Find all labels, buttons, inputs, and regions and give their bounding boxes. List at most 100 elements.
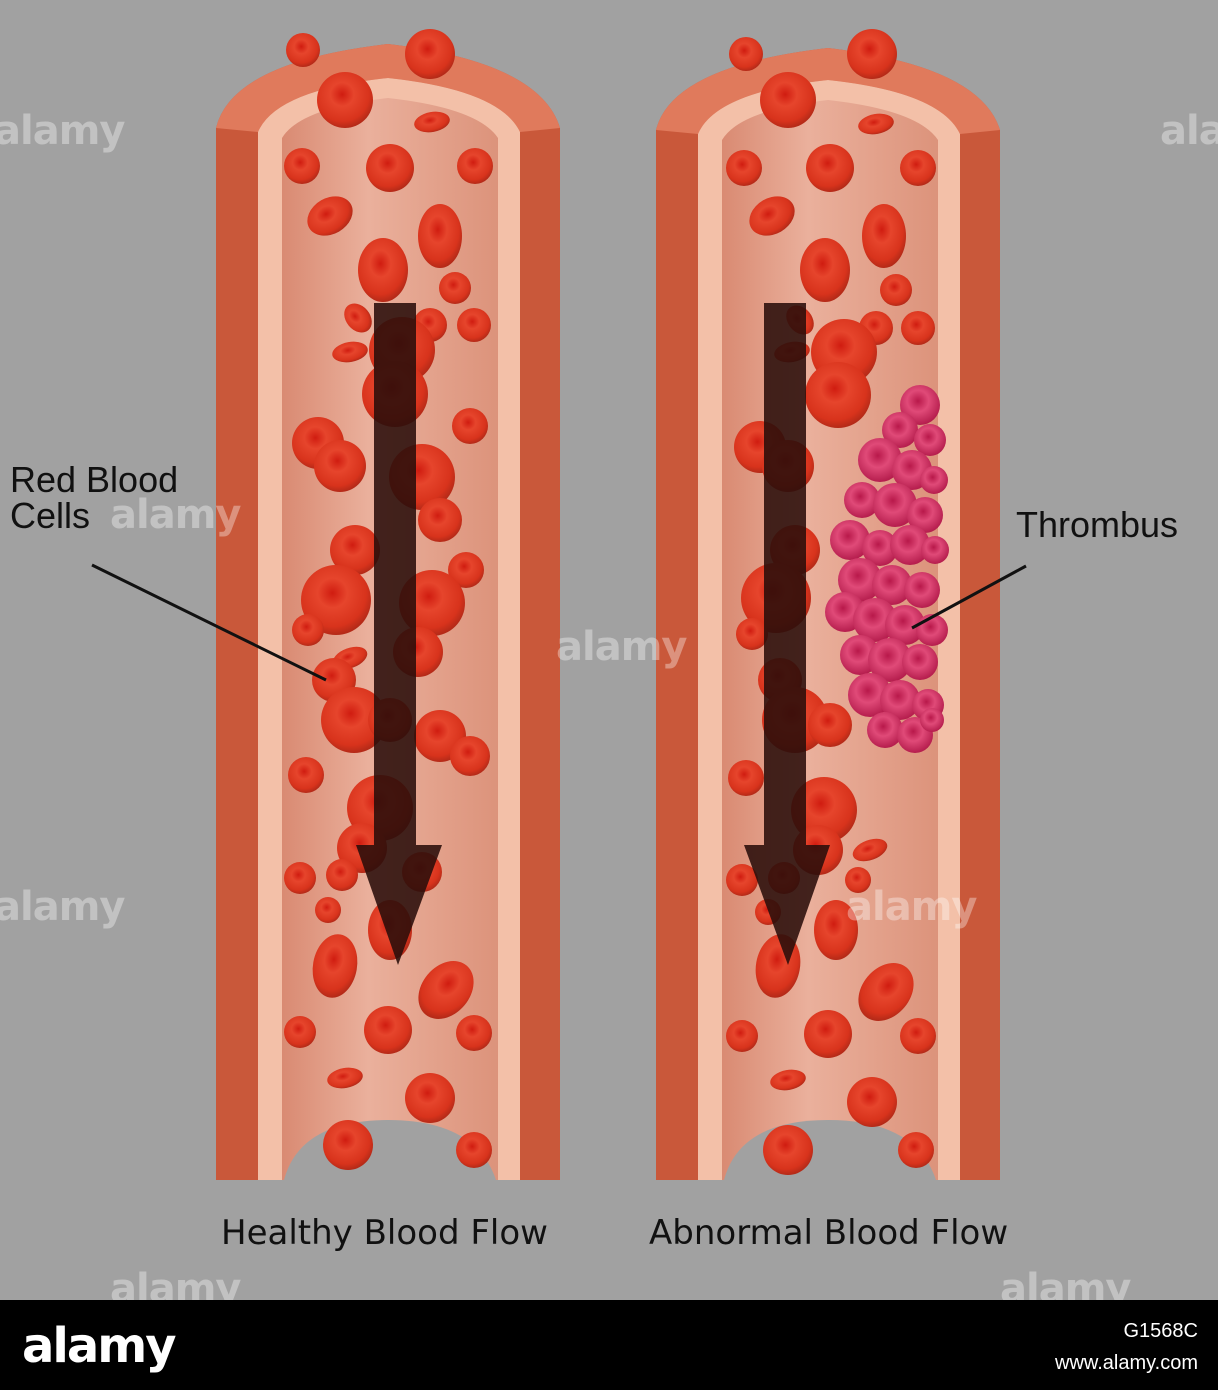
footer-bar: alamy G1568C www.alamy.com [0, 1300, 1218, 1390]
red-blood-cell [749, 196, 795, 236]
thrombus-cell [830, 520, 870, 560]
red-blood-cell [729, 37, 763, 71]
red-blood-cell [330, 525, 380, 575]
red-blood-cell [847, 1077, 897, 1127]
alamy-logo: alamy [22, 1318, 177, 1374]
red-blood-cell [332, 341, 368, 363]
thrombus-cell [862, 530, 898, 566]
footer-url: www.alamy.com [1055, 1352, 1198, 1374]
thrombus-label: Thrombus [1016, 504, 1179, 545]
thrombus-cell [914, 424, 946, 456]
thrombus-cell [921, 536, 949, 564]
healthy-blood-flow-caption: Healthy Blood Flow [221, 1213, 548, 1253]
red-blood-cell [321, 687, 387, 753]
thrombus-cell [867, 712, 903, 748]
red-blood-cell [791, 777, 857, 843]
thrombus-cell [868, 638, 912, 682]
red-blood-cells-pointer-line [91, 563, 327, 682]
red-blood-cell [284, 862, 316, 894]
red-blood-cell [405, 29, 455, 79]
thrombus-cell [858, 438, 902, 482]
red-blood-cell [323, 1120, 373, 1170]
red-blood-cell [805, 362, 871, 428]
watermark: alamy [846, 884, 977, 930]
red-blood-cell [814, 900, 858, 960]
red-blood-cell [439, 272, 471, 304]
red-blood-cell [900, 1018, 936, 1054]
red-blood-cell [736, 618, 768, 650]
red-blood-cell [327, 1067, 363, 1089]
watermark: alamy [1160, 108, 1218, 154]
thrombus-cell [920, 708, 944, 732]
red-blood-cell [414, 111, 450, 133]
red-blood-cell [418, 498, 462, 542]
red-blood-cell [858, 963, 914, 1021]
thrombus-cell [920, 466, 948, 494]
red-blood-cell [358, 238, 408, 302]
red-blood-cell [880, 274, 912, 306]
thrombus-cell [880, 680, 920, 720]
red-blood-cell [344, 303, 372, 333]
red-blood-cell [898, 1132, 934, 1168]
red-blood-cell [292, 614, 324, 646]
thrombus-cell [900, 385, 940, 425]
thrombus-cell [902, 644, 938, 680]
abnormal-blood-flow-caption: Abnormal Blood Flow [649, 1213, 1009, 1253]
red-blood-cell [317, 72, 373, 128]
red-blood-cell [806, 144, 854, 192]
red-blood-cell [452, 408, 488, 444]
red-blood-cell [862, 204, 906, 268]
red-blood-cell [852, 838, 888, 862]
down-arrow-icon [744, 303, 830, 965]
red-blood-cell [800, 238, 850, 302]
thrombus-cell [872, 565, 912, 605]
red-blood-cell [728, 760, 764, 796]
red-blood-cell [808, 703, 852, 747]
red-blood-cell [450, 736, 490, 776]
red-blood-cell [900, 150, 936, 186]
red-blood-cell [307, 196, 353, 236]
red-blood-cell [456, 1132, 492, 1168]
thrombus-cell [885, 605, 925, 645]
red-blood-cell [845, 867, 871, 893]
thrombus-cell [844, 482, 880, 518]
watermark: alamy [0, 884, 125, 930]
red-blood-cell [726, 864, 758, 896]
red-blood-cell [288, 757, 324, 793]
red-blood-cell [418, 961, 474, 1019]
red-blood-cell [286, 33, 320, 67]
red-blood-cell [858, 113, 894, 135]
red-blood-cell [315, 897, 341, 923]
watermark: alamy [556, 624, 687, 670]
red-blood-cell [760, 72, 816, 128]
red-blood-cell [804, 1010, 852, 1058]
blood-flow-diagram [91, 29, 1027, 1180]
red-blood-cells-label-line2: Cells [10, 495, 91, 536]
thrombus-cell [873, 483, 917, 527]
watermark: alamy [110, 492, 241, 538]
thrombus-cell [904, 572, 940, 608]
red-blood-cell [457, 148, 493, 184]
red-blood-cell [301, 565, 371, 635]
red-blood-cell [314, 440, 366, 492]
image-id: G1568C [1123, 1320, 1199, 1342]
red-blood-cell [284, 148, 320, 184]
red-blood-cell [366, 144, 414, 192]
red-blood-cell [456, 1015, 492, 1051]
red-blood-cell [312, 934, 358, 998]
thrombus-pointer-line [911, 564, 1027, 630]
red-blood-cell [457, 308, 491, 342]
red-blood-cells-label: Red Blood Cells [10, 462, 178, 534]
down-arrow-icon [356, 303, 442, 965]
thrombus-cell [907, 497, 943, 533]
red-blood-cell [901, 311, 935, 345]
red-blood-cell [448, 552, 484, 588]
thrombus-cell [882, 412, 918, 448]
red-blood-cell [364, 1006, 412, 1054]
red-blood-cell [326, 859, 358, 891]
red-blood-cell [418, 204, 462, 268]
red-blood-cell [847, 29, 897, 79]
red-blood-cell [770, 1069, 806, 1091]
thrombus-clot [825, 385, 949, 753]
red-blood-cells-label-line1: Red Blood [10, 459, 179, 500]
